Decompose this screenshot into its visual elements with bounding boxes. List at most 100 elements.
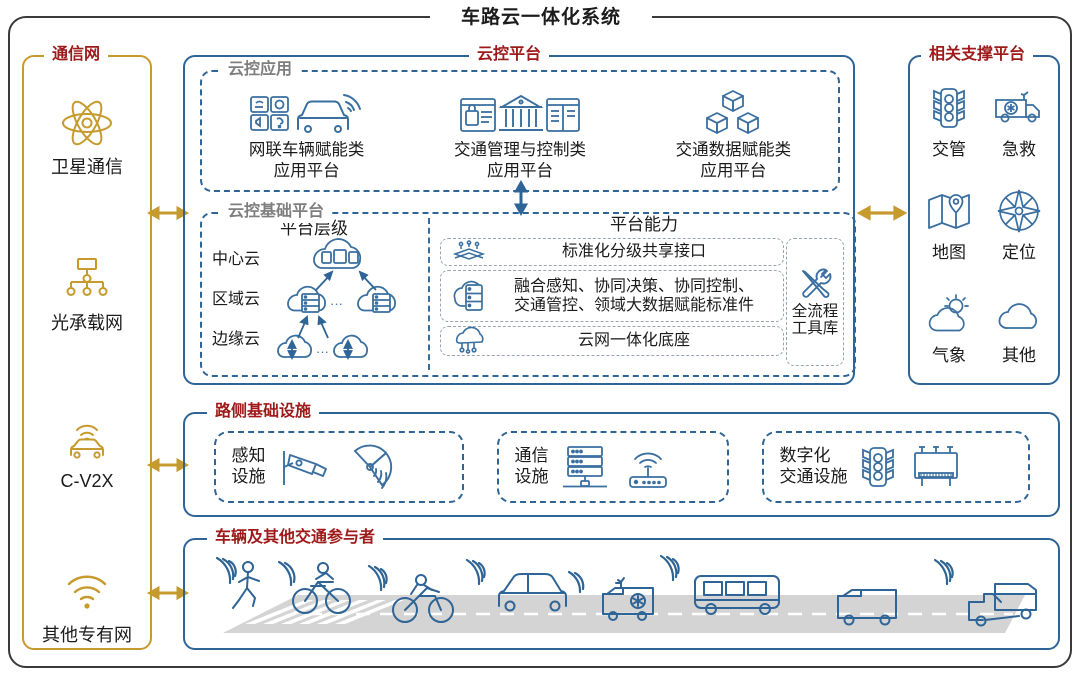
arrow-app-to-base [513,179,529,217]
svg-text:···: ··· [316,344,329,359]
support-item-label: 定位 [1002,242,1036,262]
cloud-base-platform-box [200,212,856,377]
support-item-positioning[interactable]: 定位 [984,174,1054,275]
weather-icon [925,288,973,340]
ambulance-icon [993,82,1045,134]
traffic-light-icon [929,82,969,134]
tier-label-regional: 区域云 [212,291,261,308]
roadside-item-label: 数字化 交通设施 [779,446,848,486]
arrow-comm-to-cloud [146,205,190,221]
traffic-participants-panel: 车辆及其他交通参与者 [183,527,1060,650]
connected-vehicle-icon [207,90,407,138]
capability-label: 融合感知、协同决策、协同控制、 交通管控、领域大数据赋能标准件 [513,277,754,314]
cloud-base-platform-panel: 云控基础平台 平台层级 中心云 区域云 边缘云 [200,201,856,377]
signal-waves-car [465,558,486,586]
platform-tier-labels: 中心云 区域云 边缘云 [212,240,278,360]
roadside-infrastructure-label: 路侧基础设施 [207,401,320,423]
comm-item-satellite[interactable]: 卫星通信 [22,97,152,179]
vms-board-icon [908,443,964,491]
traffic-management-icon [420,90,620,138]
cloud-base-platform-label: 云控基础平台 [220,201,333,223]
cloud-control-platform-panel: 云控平台 [183,44,855,385]
base-vertical-divider [428,218,430,370]
platform-tier-group: 平台层级 中心云 区域云 边缘云 [208,214,420,373]
signal-waves-bus [659,554,680,582]
car-icon [498,573,567,612]
layered-interface-icon [447,240,491,263]
comm-item-label: C-V2X [60,471,114,491]
support-item-other[interactable]: 其他 [984,276,1054,377]
cloud-server-icon [447,277,491,315]
bicycle-icon [292,562,351,614]
satellite-icon [22,97,152,149]
motorcycle-icon [392,574,454,623]
cloud-application-label: 云控应用 [220,59,301,81]
capability-row-cloud-network[interactable]: 云网一体化底座 [440,326,784,356]
app-item-traffic-data[interactable]: 交通数据赋能类 应用平台 [633,90,833,181]
data-cubes-icon [633,90,833,138]
wifi-signal-icon [22,565,152,617]
traffic-light-icon [858,443,898,491]
camera-icon [276,443,334,491]
cloud-icon [995,288,1043,340]
app-item-traffic-management[interactable]: 交通管理与控制类 应用平台 [420,90,620,181]
app-item-label: 网联车辆赋能类 应用平台 [248,141,365,180]
server-rack-icon [559,443,611,491]
optical-network-icon [22,253,152,305]
page-title: 车路云一体化系统 [460,7,621,28]
comm-item-other-network[interactable]: 其他专有网 [22,565,152,647]
communication-network-label: 通信网 [44,44,109,66]
cloud-tier-topology-icon: ··· ··· [277,238,396,361]
roadside-item-communication[interactable]: 通信 设施 [496,430,729,503]
arrow-comm-to-roadside [146,457,190,473]
roadside-item-sensing[interactable]: 感知 设施 [213,430,464,503]
comm-item-label: 其他专有网 [42,625,132,645]
cloud-application-panel: 云控应用 [200,59,840,192]
ambulance-icon [602,577,654,621]
support-item-emergency[interactable]: 急救 [984,71,1054,172]
support-item-map[interactable]: 地图 [914,174,984,275]
comm-item-optical[interactable]: 光承载网 [22,253,152,335]
signal-waves-ambulance [567,570,585,594]
tools-icon [798,267,832,301]
communication-network-panel: 通信网 卫星通信 [22,44,152,650]
cloud-control-platform-label: 云控平台 [469,44,550,66]
map-icon [926,185,972,237]
support-item-traffic-police[interactable]: 交管 [914,71,984,172]
toolbox-panel[interactable]: 全流程工具库 [786,238,844,366]
capability-row-standard-components[interactable]: 融合感知、协同决策、协同控制、 交通管控、领域大数据赋能标准件 [440,270,784,322]
road-scene [215,554,1037,633]
app-item-connected-vehicle[interactable]: 网联车辆赋能类 应用平台 [207,90,407,181]
toolbox-label: 全流程工具库 [791,302,839,337]
support-item-label: 气象 [932,345,966,365]
rsu-antenna-icon [621,443,675,491]
signal-waves-motorcycle [367,564,388,592]
capability-row-interface[interactable]: 标准化分级共享接口 [440,238,784,266]
support-platform-label: 相关支撑平台 [921,44,1034,66]
pedestrian-icon [232,561,260,609]
van-icon [837,589,897,626]
comm-item-cv2x[interactable]: C-V2X [22,415,152,492]
roadside-infrastructure-panel: 路侧基础设施 感知 设施 [183,401,1060,517]
signal-waves-bicycle [277,560,296,587]
title-gap-mask [430,8,652,26]
support-item-label: 其他 [1002,345,1036,365]
roadside-item-digital-traffic[interactable]: 数字化 交通设施 [761,430,1030,503]
comm-item-label: 卫星通信 [51,157,123,177]
tier-label-edge: 边缘云 [212,331,261,348]
signal-waves-truck [933,558,954,586]
roadside-item-label: 感知 设施 [231,446,266,486]
support-item-label: 急救 [1002,140,1036,160]
support-platform-panel: 相关支撑平台 交管 [908,44,1060,385]
app-item-label: 交通数据赋能类 应用平台 [675,141,792,180]
radar-icon [344,443,400,491]
support-item-label: 地图 [932,242,966,262]
bus-icon [694,575,780,615]
app-item-label: 交通管理与控制类 应用平台 [453,141,586,180]
support-item-weather[interactable]: 气象 [914,276,984,377]
platform-capability-group: 平台能力 标准化分级 [438,214,850,373]
platform-tier-title: 平台层级 [280,219,348,238]
arrow-cloud-to-support [856,205,908,221]
cloud-network-icon [447,326,491,354]
